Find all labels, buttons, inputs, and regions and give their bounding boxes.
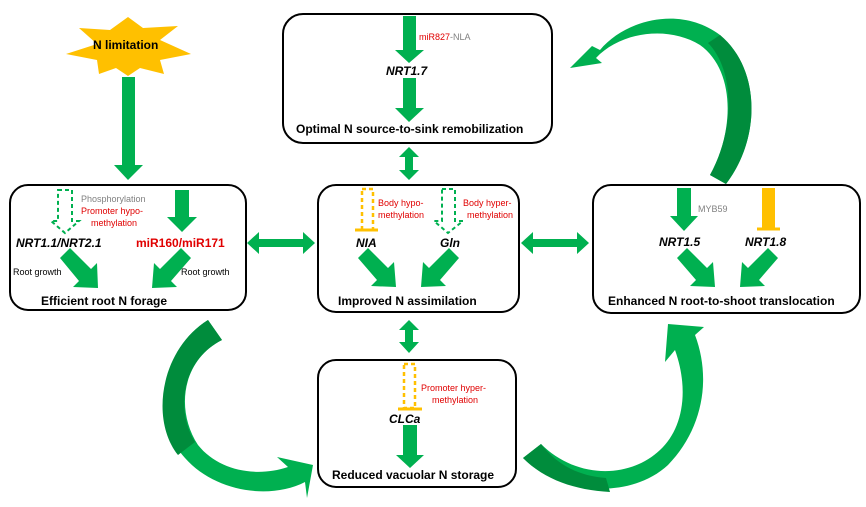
n-limitation-label: N limitation: [93, 38, 159, 52]
gene-clca: CLCa: [389, 412, 421, 426]
arrow-clca-to-storage: [396, 425, 424, 468]
body-hyper-label-1: Body hyper-: [463, 198, 512, 208]
curved-arrow-bottom-to-right-shade: [523, 444, 610, 492]
gene-mir160-mir171: miR160/miR171: [136, 236, 225, 250]
gene-nrt18: NRT1.8: [745, 235, 787, 249]
box-middle: [317, 184, 520, 313]
promoter-hypo-label-2: methylation: [91, 218, 138, 228]
mir827-label: miR827: [419, 32, 451, 42]
arrow-star-to-left-box: [114, 77, 143, 180]
box-right-title: Enhanced N root-to-shoot translocation: [608, 294, 835, 308]
myb59-label: MYB59: [698, 204, 728, 214]
root-growth-right: Root growth: [181, 267, 230, 277]
double-arrow-middle-bottom: [399, 320, 419, 353]
phosphorylation-label: Phosphorylation: [81, 194, 146, 204]
promoter-hyper-label-1: Promoter hyper-: [421, 383, 487, 393]
arrow-nrt11-to-forage: [60, 248, 98, 288]
dashed-arrow-phosphorylation: [48, 189, 82, 235]
arrow-mir160-to-forage: [152, 248, 191, 288]
n-limitation-star: [66, 17, 191, 76]
gene-nrt17: NRT1.7: [386, 64, 428, 78]
curved-arrow-bottom-to-right: [523, 324, 704, 489]
box-top: [282, 13, 553, 144]
arrow-nrt15-to-translocation: [677, 248, 715, 287]
root-growth-left: Root growth: [13, 267, 62, 277]
promoter-hypo-label-1: Promoter hypo-: [81, 206, 144, 216]
body-hyper-label-2: methylation: [467, 210, 514, 220]
inhibitor-clca-dashed: [402, 362, 417, 410]
curved-arrow-left-to-bottom: [164, 320, 313, 498]
gene-nrt11-nrt21: NRT1.1/NRT2.1: [16, 236, 102, 250]
body-hypo-label-1: Body hypo-: [378, 198, 424, 208]
curved-arrow-left-to-bottom-shade: [162, 320, 222, 455]
promoter-hyper-label-2: methylation: [432, 395, 479, 405]
gene-nia: NIA: [356, 236, 377, 250]
box-right: [592, 184, 861, 314]
arrow-to-nrt15: [670, 188, 698, 231]
arrow-to-mir160: [167, 190, 197, 232]
double-arrow-top-middle: [399, 147, 419, 180]
box-middle-title: Improved N assimilation: [338, 294, 477, 308]
gene-nrt15: NRT1.5: [659, 235, 701, 249]
gene-gln: Gln: [440, 236, 460, 250]
arrow-to-nrt17: [395, 16, 424, 63]
inhibitor-nrt18-stem: [762, 188, 775, 229]
curved-arrow-right-to-top-shade: [708, 35, 752, 184]
box-top-title: Optimal N source-to-sink remobilization: [296, 122, 524, 136]
arrow-nia-to-assimilation: [358, 248, 396, 287]
nla-label: -NLA: [450, 32, 471, 42]
double-arrow-left-middle: [247, 232, 315, 254]
nrt17-regulator: miR827-NLA: [419, 33, 471, 42]
box-left-title: Efficient root N forage: [41, 294, 168, 308]
double-arrow-middle-right: [521, 232, 589, 254]
box-bottom-title: Reduced vacuolar N storage: [332, 468, 495, 482]
arrow-nrt18-to-translocation: [740, 248, 778, 287]
body-hypo-label-2: methylation: [378, 210, 425, 220]
arrow-gln-to-assimilation: [421, 248, 459, 287]
box-bottom: [317, 359, 517, 488]
arrow-nrt17-to-remobilization: [395, 78, 424, 122]
